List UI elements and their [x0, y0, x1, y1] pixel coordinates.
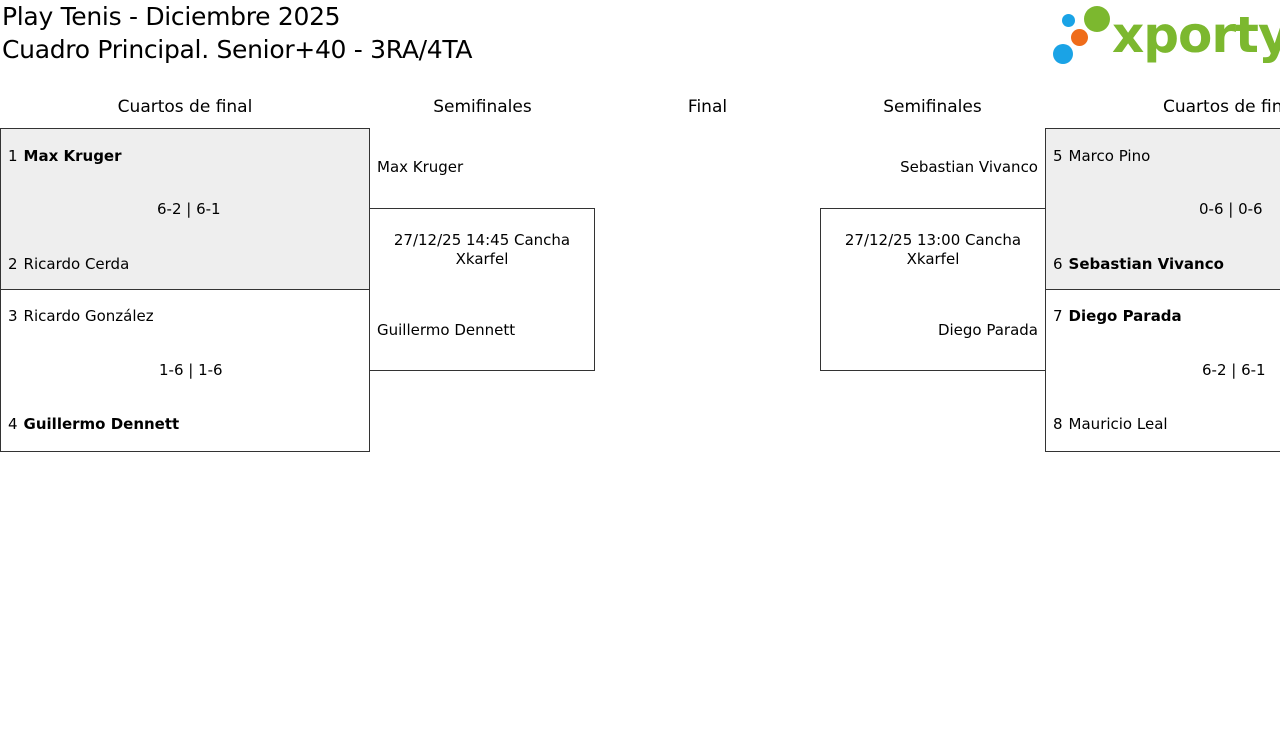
- player-name: Diego Parada: [1068, 307, 1182, 325]
- logo-dot-green: [1084, 6, 1110, 32]
- match-card-qf2[interactable]: 3 Ricardo González 1-6 | 1-6 4 Guillermo D…: [0, 290, 370, 452]
- logo-dot-blue-small: [1062, 14, 1075, 27]
- player-name: Marco Pino: [1068, 147, 1151, 165]
- player-name: Max Kruger: [23, 147, 122, 165]
- seed-number: 8: [1053, 415, 1063, 433]
- player-name: Mauricio Leal: [1068, 415, 1168, 433]
- match-score: 6-2 | 6-1: [1202, 361, 1266, 379]
- match-score: 0-6 | 0-6: [1199, 200, 1263, 218]
- seed-number: 3: [8, 307, 18, 325]
- page-title: Play Tenis - Diciembre 2025: [2, 2, 341, 31]
- match-score: 1-6 | 1-6: [159, 361, 223, 379]
- player-row: 6 Sebastian Vivanco: [1053, 255, 1224, 273]
- seed-number: 7: [1053, 307, 1063, 325]
- column-header-semifinals-left: Semifinales: [433, 97, 532, 117]
- match-card-sf1[interactable]: 27/12/25 14:45 Cancha Xkarfel Guillermo …: [369, 208, 595, 371]
- column-header-final: Final: [687, 97, 728, 117]
- logo-wordmark: xporty: [1112, 6, 1280, 64]
- column-header-quarterfinals-left: Cuartos de final: [117, 97, 253, 117]
- semifinal-player-bottom: Diego Parada: [937, 321, 1038, 339]
- player-row: 1 Max Kruger: [8, 147, 122, 165]
- logo-dot-blue: [1053, 44, 1073, 64]
- match-score: 6-2 | 6-1: [157, 200, 221, 218]
- seed-number: 6: [1053, 255, 1063, 273]
- seed-number: 1: [8, 147, 18, 165]
- player-row: 5 Marco Pino: [1053, 147, 1150, 165]
- player-name: Ricardo González: [23, 307, 154, 325]
- player-row: 7 Diego Parada: [1053, 307, 1182, 325]
- player-row: 3 Ricardo González: [8, 307, 154, 325]
- semifinal-player-top: Max Kruger: [377, 158, 464, 176]
- match-schedule: 27/12/25 14:45 Cancha Xkarfel: [393, 231, 571, 268]
- match-card-qf4[interactable]: 7 Diego Parada 6-2 | 6-1 8 Mauricio Leal: [1045, 290, 1280, 452]
- player-name: Ricardo Cerda: [23, 255, 130, 273]
- player-name: Sebastian Vivanco: [1068, 255, 1224, 273]
- match-card-sf2[interactable]: 27/12/25 13:00 Cancha Xkarfel Diego Para…: [820, 208, 1046, 371]
- match-schedule: 27/12/25 13:00 Cancha Xkarfel: [844, 231, 1022, 268]
- match-card-qf1[interactable]: 1 Max Kruger 6-2 | 6-1 2 Ricardo Cerda: [0, 128, 370, 290]
- player-name: Guillermo Dennett: [23, 415, 180, 433]
- logo-dot-orange: [1071, 29, 1088, 46]
- semifinal-player-bottom: Guillermo Dennett: [377, 321, 516, 339]
- match-card-qf3[interactable]: 5 Marco Pino 0-6 | 0-6 6 Sebastian Vivanco: [1045, 128, 1280, 290]
- player-row: 2 Ricardo Cerda: [8, 255, 129, 273]
- seed-number: 5: [1053, 147, 1063, 165]
- seed-number: 4: [8, 415, 18, 433]
- seed-number: 2: [8, 255, 18, 273]
- xporty-logo: xporty: [1052, 4, 1280, 66]
- column-header-semifinals-right: Semifinales: [883, 97, 982, 117]
- column-header-quarterfinals-right: Cuartos de fin: [1163, 97, 1280, 117]
- semifinal-player-top: Sebastian Vivanco: [900, 158, 1038, 176]
- draw-subtitle: Cuadro Principal. Senior+40 - 3RA/4TA: [2, 35, 473, 64]
- player-row: 4 Guillermo Dennett: [8, 415, 179, 433]
- player-row: 8 Mauricio Leal: [1053, 415, 1168, 433]
